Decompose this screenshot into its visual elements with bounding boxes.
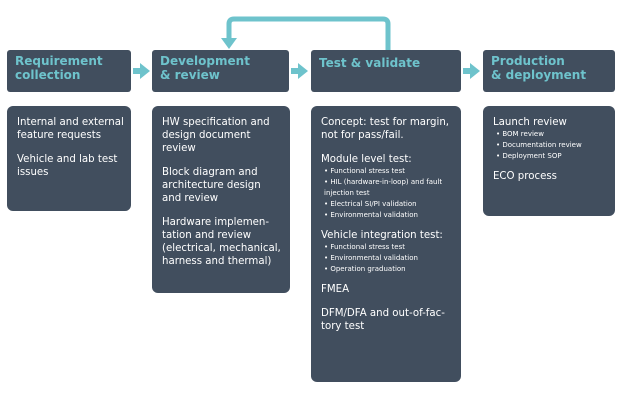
stage-item: Concept: test for margin, not for pass/f… xyxy=(321,116,455,142)
stage-box-test: Concept: test for margin, not for pass/f… xyxy=(311,106,461,382)
stage-box-development: HW specification and design document rev… xyxy=(152,106,290,293)
item-line: issues xyxy=(17,167,49,178)
stage-box-production: Launch review • BOM review • Documentati… xyxy=(483,106,615,216)
item-line: feature requests xyxy=(17,130,102,141)
sub-item: • Documentation review xyxy=(496,141,582,149)
sub-item: • BOM review xyxy=(496,130,544,138)
stage-item: Launch review • BOM review • Documentati… xyxy=(493,116,609,162)
stage-header-production: Production & deployment xyxy=(483,50,615,92)
sub-item: • Environmental validation xyxy=(324,254,418,262)
sub-item: • Deployment SOP xyxy=(496,152,562,160)
item-line: (electrical, mechanical, xyxy=(162,243,281,254)
stage-item: ECO process xyxy=(493,170,609,183)
header-line: & review xyxy=(160,68,220,82)
item-line: ECO process xyxy=(493,171,557,182)
item-line: design document review xyxy=(162,130,251,154)
item-line: Internal and external xyxy=(17,117,124,128)
sub-item: • Operation graduation xyxy=(324,265,406,273)
stage-header-requirement: Requirement collection xyxy=(7,50,131,92)
item-line: Concept: test for margin, xyxy=(321,117,450,128)
stage-header-development: Development & review xyxy=(152,50,289,92)
item-line: Vehicle and lab test xyxy=(17,154,118,165)
stage-item: DFM/DFA and out-of-fac- tory test xyxy=(321,307,455,333)
sub-item: • Functional stress test xyxy=(324,167,405,175)
stage-header-test: Test & validate xyxy=(311,50,461,92)
item-line: Module level test: xyxy=(321,154,412,165)
header-line: Requirement xyxy=(15,54,103,68)
stage-item: FMEA xyxy=(321,283,455,296)
item-line: not for pass/fail. xyxy=(321,130,404,141)
stage-item: Hardware implemen- tation and review (el… xyxy=(162,216,284,268)
sub-item: • Environmental validation xyxy=(324,211,418,219)
stage-item: HW specification and design document rev… xyxy=(162,116,284,155)
item-line: DFM/DFA and out-of-fac- xyxy=(321,308,445,319)
header-line: & deployment xyxy=(491,68,587,82)
sub-item: • Electrical SI/PI validation xyxy=(324,200,417,208)
sub-item: • HIL (hardware-in-loop) and fault xyxy=(324,178,443,186)
item-line: Vehicle integration test: xyxy=(321,230,443,241)
item-line: architecture design xyxy=(162,180,261,191)
arrow-right-icon xyxy=(133,63,150,79)
header-line: Development xyxy=(160,54,250,68)
stage-item: Internal and external feature requests xyxy=(17,116,125,142)
item-line: Block diagram and xyxy=(162,167,258,178)
item-line: and review xyxy=(162,193,219,204)
item-line: Launch review xyxy=(493,117,567,128)
stage-item: Module level test: • Functional stress t… xyxy=(321,153,455,221)
item-line: Hardware implemen- xyxy=(162,217,270,228)
item-line: HW specification and xyxy=(162,117,270,128)
item-line: tation and review xyxy=(162,230,252,241)
stage-item: Vehicle and lab test issues xyxy=(17,153,125,179)
item-line: FMEA xyxy=(321,284,350,295)
header-line: Production xyxy=(491,54,565,68)
item-line: harness and thermal) xyxy=(162,256,272,267)
stage-item: Vehicle integration test: • Functional s… xyxy=(321,229,455,275)
arrow-right-icon xyxy=(463,63,480,79)
stage-box-requirement: Internal and external feature requests V… xyxy=(7,106,131,211)
stage-item: Block diagram and architecture design an… xyxy=(162,166,284,205)
item-line: tory test xyxy=(321,321,365,332)
sub-item: • Functional stress test xyxy=(324,243,405,251)
sub-item: injection test xyxy=(324,189,370,197)
header-line: collection xyxy=(15,68,81,82)
header-line: Test & validate xyxy=(319,56,421,70)
arrow-right-icon xyxy=(291,63,308,79)
